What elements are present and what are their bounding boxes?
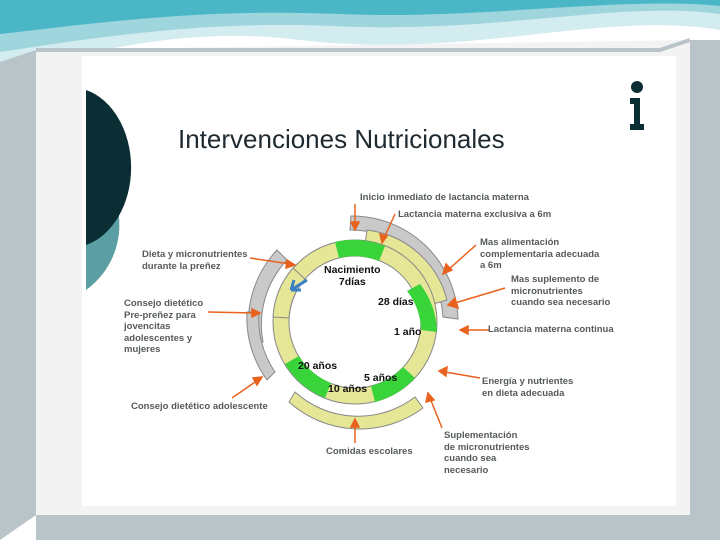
label-28-dias: 28 días xyxy=(378,296,414,308)
label-5-anos: 5 años xyxy=(364,372,397,384)
label-energia-nutrientes: Energía y nutrientes en dieta adecuada xyxy=(482,376,573,399)
label-mas-alimentacion: Mas alimentación complementaria adecuada… xyxy=(480,237,599,272)
label-dieta-micronutrientes: Dieta y micronutrientes durante la preñe… xyxy=(142,249,248,272)
label-lactancia-continua: Lactancia materna continua xyxy=(488,324,614,336)
label-1-ano: 1 año xyxy=(394,326,421,338)
frame-bottom xyxy=(36,515,720,540)
label-inicio-lactancia: Inicio inmediato de lactancia materna xyxy=(360,192,529,204)
label-comidas-escolares: Comidas escolares xyxy=(326,446,413,458)
info-i-icon xyxy=(626,80,648,137)
label-lactancia-exclusiva: Lactancia materna exclusiva a 6m xyxy=(398,209,551,221)
label-consejo-preprenez: Consejo dietético Pre-preñez para jovenc… xyxy=(124,298,203,356)
label-20-anos: 20 años xyxy=(298,360,337,372)
label-10-anos: 10 años xyxy=(328,383,367,395)
label-consejo-adolescente: Consejo dietético adolescente xyxy=(131,401,268,413)
frame-right xyxy=(690,40,720,540)
label-mas-suplemento: Mas suplemento de micronutrientes cuando… xyxy=(511,274,610,309)
label-nacimiento: Nacimiento 7días xyxy=(324,264,381,288)
frame-left xyxy=(0,50,36,540)
page-title: Intervenciones Nutricionales xyxy=(178,124,505,155)
label-suplementacion: Suplementación de micronutrientes cuando… xyxy=(444,430,530,476)
